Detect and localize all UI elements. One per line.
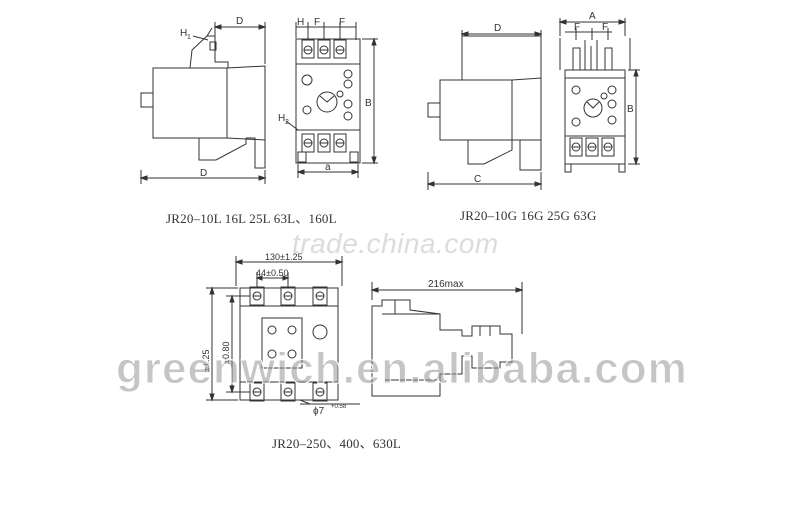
caption-bottom: JR20–250、400、630L — [272, 436, 402, 451]
relay-side-view-large — [370, 282, 524, 397]
label-d-bottom: D — [200, 168, 207, 179]
relay-side-view-l — [139, 22, 267, 184]
label-h: H — [297, 17, 304, 28]
caption-top-right: JR20–10G 16G 25G 63G — [460, 208, 597, 223]
label-f4: F — [602, 22, 608, 33]
relay-front-view-large — [206, 256, 360, 405]
label-height-outer: ±1.25 — [201, 350, 211, 372]
caption-top-left: JR20–10L 16L 25L 63L、160L — [166, 211, 337, 226]
label-f1: F — [314, 17, 320, 28]
label-a-right: A — [589, 11, 596, 22]
watermark-greenwich: greenwich.en.alibaba.com — [116, 344, 688, 394]
label-b-right: B — [627, 104, 634, 115]
watermark-trade-china: trade.china.com — [292, 228, 499, 259]
label-f3: F — [574, 22, 580, 33]
label-h1: H — [180, 28, 187, 39]
label-a-left: a — [325, 162, 331, 173]
label-top-width: 130±1.25 — [265, 252, 302, 262]
label-height-inner: ±0.80 — [221, 342, 231, 364]
label-width-max: 216max — [428, 279, 464, 290]
label-h1-sub: 1 — [187, 34, 191, 41]
label-pitch: 44±0.50 — [256, 268, 288, 278]
label-c-right: C — [474, 174, 481, 185]
label-hole-tol: +0.58 — [331, 404, 347, 410]
label-h2-sub: 2 — [285, 119, 289, 126]
label-hole: ϕ7 — [313, 406, 325, 417]
label-d-right: D — [494, 23, 501, 34]
label-f2: F — [339, 17, 345, 28]
relay-front-view-g — [558, 18, 640, 173]
label-b-left: B — [365, 98, 372, 109]
label-d-top: D — [236, 16, 243, 27]
relay-front-view-l — [285, 22, 378, 178]
label-h2: H — [278, 113, 285, 124]
relay-side-view-g — [426, 30, 543, 190]
